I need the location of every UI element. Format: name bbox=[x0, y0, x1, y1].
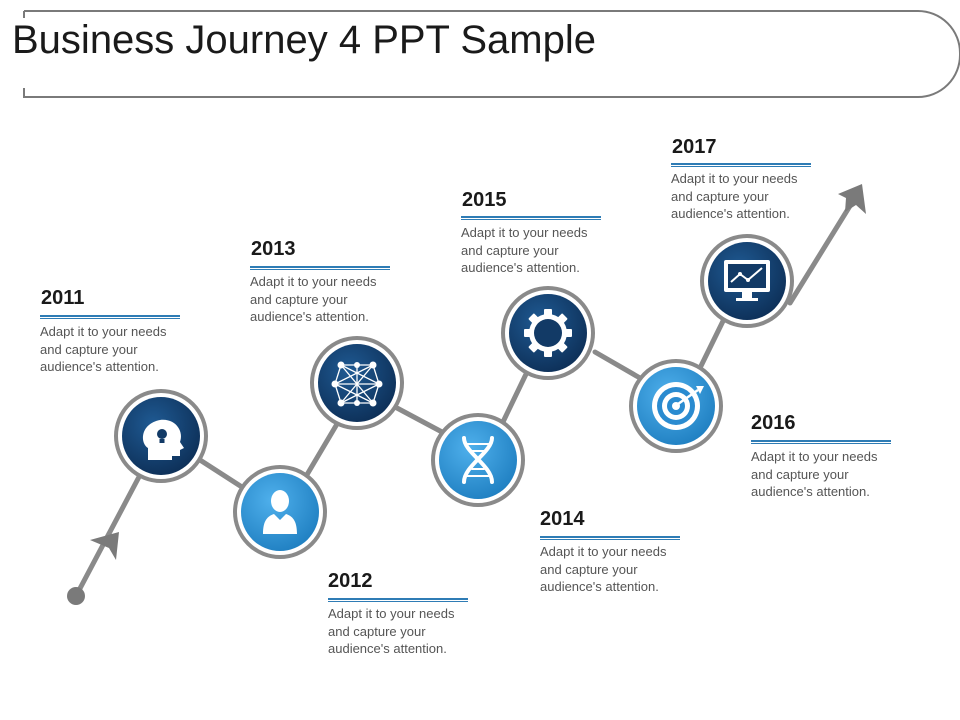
target-icon bbox=[652, 382, 704, 430]
start-arrow-icon bbox=[90, 532, 119, 560]
milestone-2016-circle bbox=[629, 359, 723, 453]
end-arrowhead-icon bbox=[838, 184, 866, 214]
milestone-year-2011: 2011 bbox=[41, 287, 85, 309]
milestone-text-2017: Adapt it to your needs and capture your … bbox=[671, 171, 798, 221]
head-lightbulb-icon bbox=[143, 419, 184, 460]
milestone-underline-2017 bbox=[671, 163, 811, 167]
milestone-underline-2015 bbox=[461, 216, 601, 220]
title-frame bbox=[23, 10, 960, 98]
milestone-2013-circle bbox=[310, 336, 404, 430]
milestone-text-2015: Adapt it to your needs and capture your … bbox=[461, 225, 588, 275]
milestone-year-2012: 2012 bbox=[328, 570, 373, 592]
milestone-2014-circle bbox=[431, 413, 525, 507]
start-dot bbox=[67, 587, 85, 605]
monitor-chart-icon bbox=[724, 260, 770, 301]
milestone-year-2015: 2015 bbox=[462, 189, 507, 211]
gear-icon bbox=[524, 309, 572, 357]
milestone-2017-circle bbox=[700, 234, 794, 328]
milestone-text-2014: Adapt it to your needs and capture your … bbox=[540, 544, 667, 594]
milestone-underline-2016 bbox=[751, 440, 891, 444]
milestone-underline-2011 bbox=[40, 315, 180, 319]
milestone-year-2017: 2017 bbox=[672, 136, 717, 158]
milestone-2015-circle bbox=[501, 286, 595, 380]
milestone-2011-circle bbox=[114, 389, 208, 483]
milestone-underline-2013 bbox=[250, 266, 390, 270]
milestone-year-2013: 2013 bbox=[251, 238, 296, 260]
milestone-underline-2012 bbox=[328, 598, 468, 602]
page-title: Business Journey 4 PPT Sample bbox=[12, 18, 597, 62]
milestone-year-2014: 2014 bbox=[540, 508, 585, 530]
milestone-text-2012: Adapt it to your needs and capture your … bbox=[328, 606, 455, 656]
user-icon bbox=[263, 490, 297, 534]
milestone-text-2011: Adapt it to your needs and capture your … bbox=[40, 324, 167, 374]
milestone-underline-2014 bbox=[540, 536, 680, 540]
milestone-text-2016: Adapt it to your needs and capture your … bbox=[751, 449, 878, 499]
network-icon bbox=[331, 361, 383, 407]
milestone-text-2013: Adapt it to your needs and capture your … bbox=[250, 274, 377, 324]
milestone-year-2016: 2016 bbox=[751, 412, 796, 434]
milestone-2012-circle bbox=[233, 465, 327, 559]
dna-icon bbox=[462, 436, 494, 484]
